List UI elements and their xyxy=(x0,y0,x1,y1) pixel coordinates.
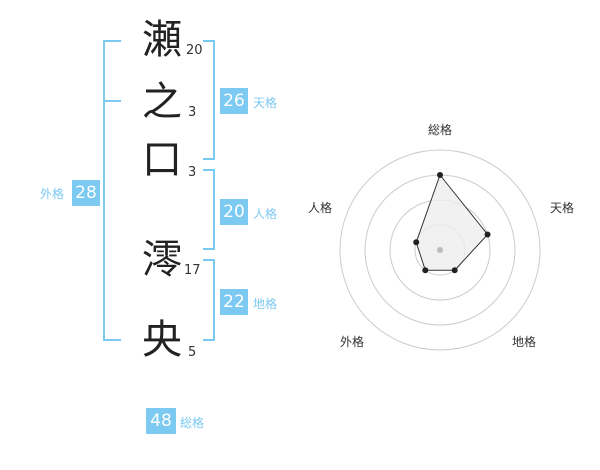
name-char-4: 澪 xyxy=(142,237,182,283)
radar-area xyxy=(415,173,489,271)
radar-grid-ring xyxy=(339,149,541,351)
radar-point-4 xyxy=(422,267,429,274)
name-char-1: 瀬 xyxy=(142,17,182,63)
radar-point-1 xyxy=(437,172,443,178)
stroke-count-2: 3 xyxy=(188,105,197,120)
soukaku-value-badge: 48 xyxy=(146,408,176,434)
radar-label-tenkaku: 天格 xyxy=(550,200,574,215)
radar-point-3 xyxy=(451,267,458,274)
gaikaku-label: 外格 xyxy=(40,187,65,201)
radar-label-gaikaku: 外格 xyxy=(340,334,364,349)
radar-label-chikaku: 地格 xyxy=(512,334,536,349)
tenkaku-value-badge: 26 xyxy=(220,88,248,114)
soukaku-label: 総格 xyxy=(180,416,205,430)
radar-label-soukaku: 総格 xyxy=(428,122,452,137)
radar-label-jinkaku: 人格 xyxy=(308,200,332,215)
jinkaku-value-badge: 20 xyxy=(220,199,248,225)
name-char-5: 央 xyxy=(142,317,182,363)
fortune-radar-chart: 総格 天格 地格 外格 人格 xyxy=(308,122,574,351)
stroke-count-4: 17 xyxy=(184,263,201,278)
chikaku-label: 地格 xyxy=(253,297,278,311)
gaikaku-value-badge: 28 xyxy=(72,180,100,206)
jinkaku-label: 人格 xyxy=(253,207,278,221)
radar-point-2 xyxy=(484,231,491,238)
radar-center-dot xyxy=(437,247,443,253)
radar-point-5 xyxy=(413,239,420,246)
stroke-count-5: 5 xyxy=(188,345,197,360)
name-char-2: 之 xyxy=(142,79,182,125)
name-char-3: 口 xyxy=(142,137,182,183)
tenkaku-label: 天格 xyxy=(253,96,278,110)
stroke-count-1: 20 xyxy=(186,43,203,58)
radar-dots xyxy=(413,172,491,274)
chikaku-value-badge: 22 xyxy=(220,289,248,315)
stroke-count-3: 3 xyxy=(188,165,197,180)
